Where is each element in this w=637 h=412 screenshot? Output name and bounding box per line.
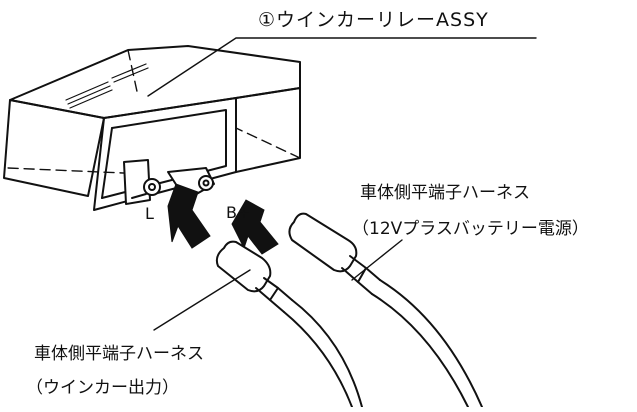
relay-label: ①ウインカーリレーASSY [258,9,489,31]
arrow-left-terminal [167,183,211,249]
turn-harness-connector [215,240,293,313]
terminal-l-label: L [145,204,154,223]
turn-harness-label-line1: 車体側平端子ハーネス [34,344,204,364]
battery-harness-label-line2: （12Vプラスバッテリー電源） [352,219,589,239]
turn-harness-leader [153,269,251,331]
battery-cable [371,279,483,408]
relay-leader-line [147,37,537,97]
relay-front-face [93,97,237,211]
turn-cable [283,299,363,408]
relay-top-face [9,45,301,119]
relay-unit [3,45,301,211]
relay-left-face [3,99,105,197]
relay-terminal-l [123,159,161,205]
relay-front-face-inner [101,109,227,199]
battery-harness-leader [351,239,403,281]
terminal-b-label: B+ [226,203,251,222]
battery-harness-connector [288,212,381,295]
relay-print [65,63,149,109]
relay-right-face [235,87,301,173]
relay-hidden-edge [7,49,301,175]
turn-harness-label-line2: （ウインカー出力） [26,378,179,398]
battery-harness-label-line1: 車体側平端子ハーネス [360,183,530,203]
arrow-b-terminal [231,199,279,255]
